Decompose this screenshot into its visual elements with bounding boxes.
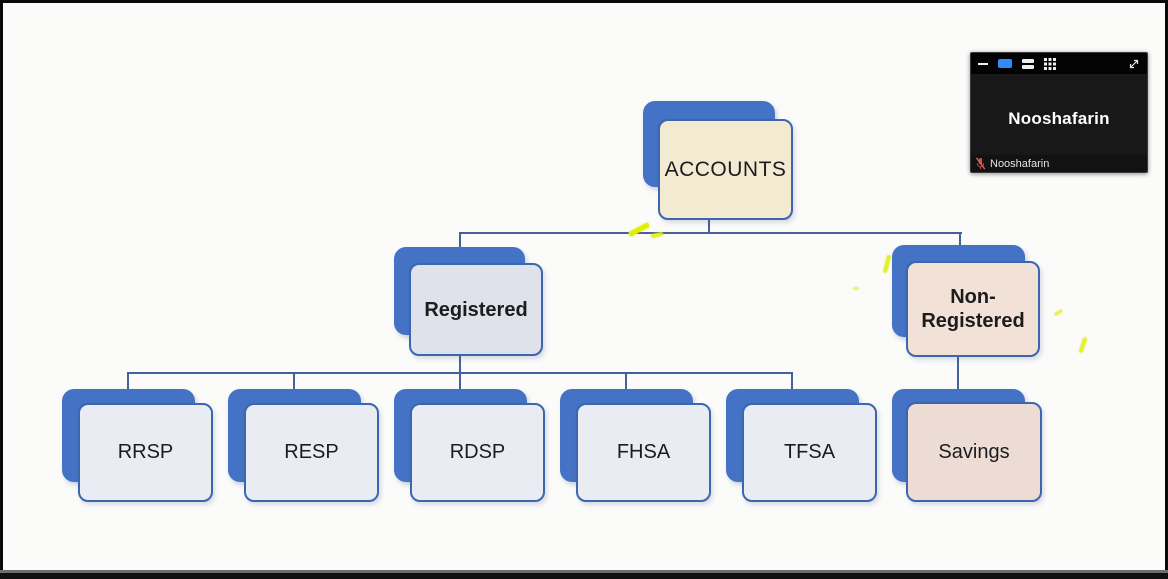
connector-resp-drop	[293, 372, 295, 392]
annotation-mark	[1078, 336, 1088, 354]
participant-name: Nooshafarin	[1008, 109, 1110, 128]
connector-registered-drop	[459, 232, 461, 250]
gallery-view-icon[interactable]	[1044, 57, 1056, 70]
node-resp-box: RESP	[244, 403, 379, 502]
node-registered-box: Registered	[409, 263, 543, 356]
annotation-mark	[628, 222, 650, 237]
participant-name-tag-text: Nooshafarin	[990, 157, 1050, 170]
node-tfsa: TFSA	[726, 389, 877, 502]
annotation-mark	[1053, 308, 1064, 317]
connector-rrsp-drop	[127, 372, 129, 392]
minimize-icon[interactable]	[978, 62, 988, 65]
node-rrsp: RRSP	[62, 389, 213, 502]
node-resp: RESP	[228, 389, 379, 502]
node-resp-label: RESP	[284, 441, 339, 463]
node-rdsp-label: RDSP	[449, 441, 506, 463]
node-savings: Savings	[892, 389, 1042, 502]
video-tile-toolbar	[971, 53, 1147, 74]
connector-fhsa-drop	[625, 372, 627, 392]
strip-view-icon[interactable]	[1022, 58, 1034, 69]
node-non-registered-label: Non- Registered	[921, 286, 1025, 332]
participant-video-tile[interactable]: Nooshafarin Nooshafarin	[970, 52, 1148, 173]
expand-icon[interactable]	[1128, 58, 1140, 70]
node-rrsp-label: RRSP	[117, 441, 174, 463]
node-registered: Registered	[394, 247, 543, 356]
node-rrsp-box: RRSP	[78, 403, 213, 502]
participant-name-tag: Nooshafarin	[971, 155, 1147, 172]
node-rdsp: RDSP	[394, 389, 545, 502]
node-registered-label: Registered	[424, 298, 528, 321]
connector-mid-horizontal	[127, 372, 793, 374]
annotation-mark	[853, 287, 859, 290]
connector-savings-stem	[957, 356, 959, 392]
node-non-registered: Non- Registered	[892, 245, 1040, 357]
node-tfsa-box: TFSA	[742, 403, 877, 502]
active-speaker-view-icon[interactable]	[998, 59, 1012, 68]
node-rdsp-box: RDSP	[410, 403, 545, 502]
annotation-mark	[882, 254, 892, 274]
node-savings-label: Savings	[938, 440, 1010, 463]
node-fhsa: FHSA	[560, 389, 711, 502]
screenshot-frame-bottom-bar	[0, 570, 1168, 579]
node-non-registered-box: Non- Registered	[906, 261, 1040, 357]
node-fhsa-box: FHSA	[576, 403, 711, 502]
connector-tfsa-drop	[791, 372, 793, 392]
node-accounts-label: ACCOUNTS	[664, 157, 787, 181]
node-fhsa-label: FHSA	[616, 441, 671, 463]
node-savings-box: Savings	[906, 402, 1042, 502]
node-tfsa-label: TFSA	[783, 441, 836, 463]
connector-top-horizontal	[459, 232, 962, 234]
connector-nonregistered-drop	[959, 232, 961, 249]
node-accounts-box: ACCOUNTS	[658, 119, 793, 220]
mic-muted-icon	[975, 157, 986, 170]
node-accounts: ACCOUNTS	[643, 101, 793, 220]
